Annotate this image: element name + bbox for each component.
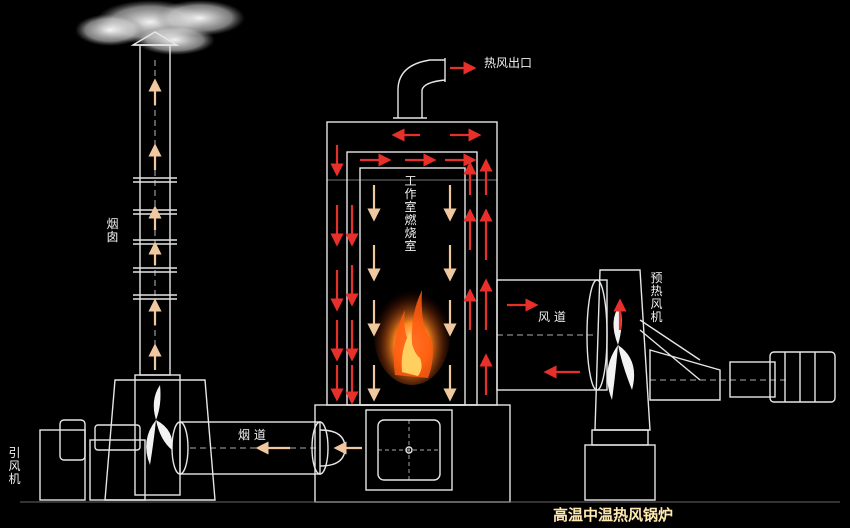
hot-air-outlet: [393, 58, 446, 119]
label-air-duct: 风 道: [538, 310, 566, 324]
furnace-body: [314, 121, 511, 503]
label-flue: 烟 道: [238, 428, 266, 442]
smoke-cloud: [75, 0, 245, 55]
label-work-chamber: 工作室燃烧室: [404, 174, 417, 253]
flue-gas-flow-arrows: [148, 78, 457, 455]
label-induced-fan: 引风机: [8, 446, 21, 486]
chimney-base: [39, 374, 216, 501]
label-hot-air-outlet: 热风出口: [484, 56, 533, 70]
fire: [374, 285, 450, 385]
label-preheat-fan: 预热风机: [650, 271, 663, 324]
label-chimney: 烟囱: [106, 217, 119, 244]
air-duct: [496, 279, 608, 391]
induced-fan-blades: [146, 385, 173, 465]
preheat-fan: [584, 269, 836, 501]
hot-air-flow-arrows: [330, 61, 627, 405]
diagram-title: 高温中温热风锅炉: [553, 506, 674, 524]
